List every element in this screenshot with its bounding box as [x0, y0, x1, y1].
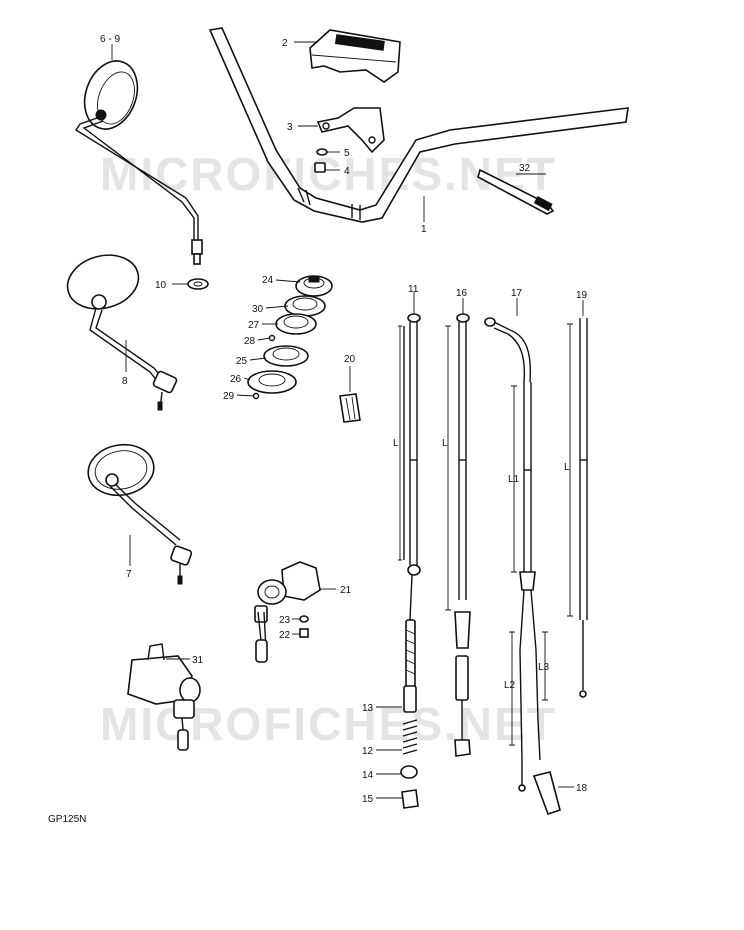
- callout-15: 15: [362, 794, 374, 805]
- clamp-strap: [477, 168, 555, 215]
- dim-l1-17: L1: [508, 474, 520, 485]
- watermark-bottom: MICROFICHES.NET: [100, 698, 557, 750]
- steering-lock: [127, 643, 201, 751]
- callout-1: 1: [421, 224, 427, 235]
- dim-l-19: L: [564, 462, 570, 473]
- callout-4: 4: [344, 166, 350, 177]
- cable-19: [567, 318, 588, 698]
- leader-lines: [111, 41, 584, 799]
- callout-23: 23: [279, 615, 291, 626]
- callout-11: 11: [408, 284, 419, 295]
- callout-22: 22: [279, 630, 291, 641]
- callout-21: 21: [340, 585, 352, 596]
- dim-l2: L2: [504, 680, 516, 691]
- callout-30: 30: [252, 304, 264, 315]
- callout-labels: 6 - 9 2 3 5 4 1 32 10 8 7 24 30 27 28 25…: [100, 34, 588, 805]
- callout-25: 25: [236, 356, 248, 367]
- steering-stem-parts: [247, 275, 333, 400]
- callout-14: 14: [362, 770, 374, 781]
- callout-7: 7: [126, 569, 132, 580]
- cable-16: [445, 313, 471, 757]
- washer-5: [316, 148, 328, 156]
- dimension-labels: L L L1 L L2 L3: [393, 438, 570, 691]
- dim-l-16: L: [442, 438, 448, 449]
- callout-26: 26: [230, 374, 242, 385]
- callout-6-9: 6 - 9: [100, 34, 120, 45]
- mirror-8: [66, 254, 178, 411]
- screw-22: [299, 628, 309, 638]
- cable-17: [484, 317, 548, 792]
- mirror-6-9: [75, 60, 203, 265]
- callout-28: 28: [244, 336, 256, 347]
- callout-3: 3: [287, 122, 293, 133]
- callout-10: 10: [155, 280, 167, 291]
- callout-24: 24: [262, 275, 274, 286]
- callout-2: 2: [282, 38, 288, 49]
- model-code: GP125N: [48, 814, 86, 825]
- washer-10: [187, 278, 209, 290]
- callout-20: 20: [344, 354, 356, 365]
- callout-29: 29: [223, 391, 235, 402]
- handlebar: [208, 27, 629, 223]
- callout-16: 16: [456, 288, 468, 299]
- bolt-4: [314, 162, 326, 173]
- dim-l3: L3: [538, 662, 550, 673]
- callout-32: 32: [519, 163, 531, 174]
- mirror-7: [87, 443, 193, 585]
- cable-11: [398, 313, 421, 809]
- callout-5: 5: [344, 148, 350, 159]
- screw-23: [299, 615, 309, 623]
- callout-18: 18: [576, 783, 588, 794]
- dim-l-11: L: [393, 438, 399, 449]
- ignition-switch: [254, 561, 321, 663]
- handlebar-holder: [309, 29, 401, 83]
- callout-12: 12: [362, 746, 374, 757]
- callout-19: 19: [576, 290, 588, 301]
- callout-13: 13: [362, 703, 374, 714]
- callout-8: 8: [122, 376, 128, 387]
- callout-17: 17: [511, 288, 523, 299]
- callout-31: 31: [192, 655, 204, 666]
- boot: [532, 771, 561, 816]
- cable-clip: [339, 393, 361, 423]
- bracket: [316, 107, 385, 154]
- callout-27: 27: [248, 320, 260, 331]
